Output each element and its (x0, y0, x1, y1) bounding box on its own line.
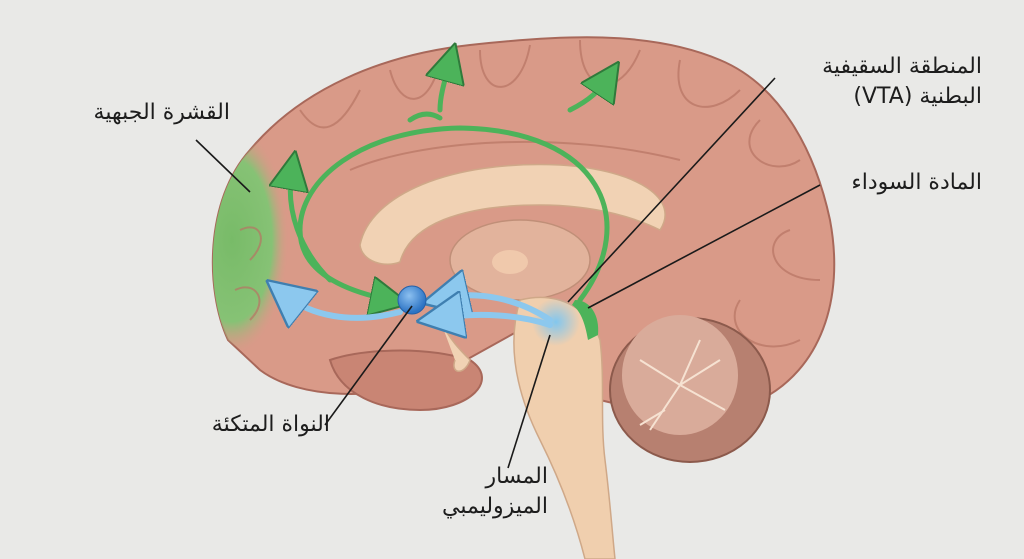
label-vta: المنطقة السقيفية البطنية (VTA) (770, 52, 982, 112)
label-mesolimbic-line1: المسار (485, 464, 549, 489)
green-pathway (290, 62, 608, 300)
label-vta-line2: البطنية (VTA) (853, 84, 982, 109)
vta-glow (532, 298, 580, 346)
label-mesolimbic-line2: الميزوليمبي (442, 494, 548, 519)
label-vta-line1: المنطقة السقيفية (822, 54, 982, 79)
cerebellum (609, 315, 771, 463)
corpus-callosum (359, 163, 666, 266)
nucleus-accumbens (397, 285, 427, 315)
label-nucleus-accumbens: النواة المتكئة (211, 412, 330, 437)
leader-lines (195, 77, 821, 469)
label-mesolimbic-pathway: المسار الميزوليمبي (400, 462, 548, 522)
blue-pathway (285, 295, 553, 325)
substantia-nigra (572, 300, 599, 340)
label-frontal-cortex: القشرة الجبهية (93, 100, 230, 125)
label-substantia-nigra: المادة السوداء (851, 170, 982, 195)
